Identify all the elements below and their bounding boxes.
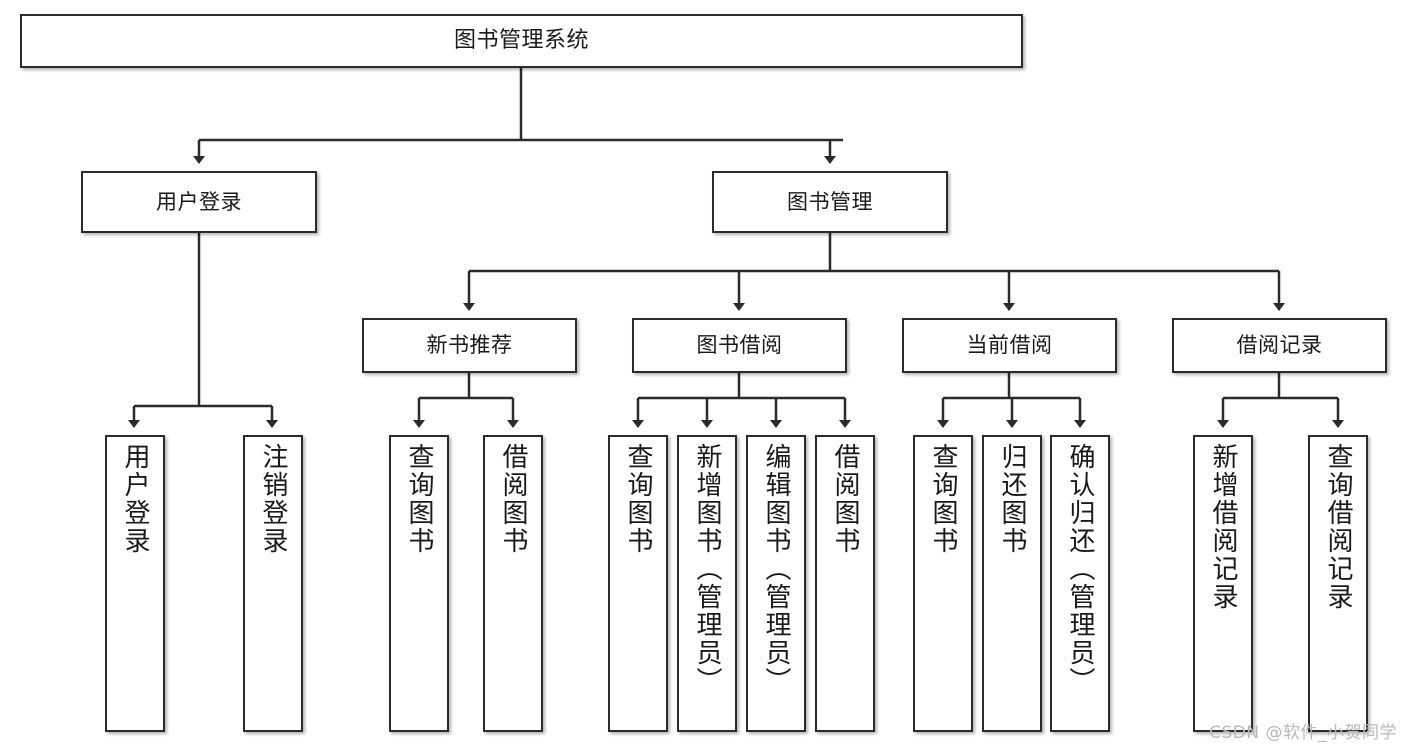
node-current-borrow[interactable]: 当前借阅 (902, 318, 1117, 373)
leaf-confirm-return-admin[interactable]: 确认归还（管理员） (1050, 435, 1110, 732)
node-new-book-recommend[interactable]: 新书推荐 (362, 318, 577, 373)
leaf-query-book-cb-label: 查询图书 (928, 443, 958, 555)
node-borrow-record-label: 借阅记录 (1236, 333, 1323, 358)
leaf-logout[interactable]: 注销登录 (243, 435, 303, 732)
leaf-borrow-book-bb[interactable]: 借阅图书 (815, 435, 875, 732)
leaf-return-book-label: 归还图书 (997, 443, 1027, 555)
leaf-user-login-label: 用户登录 (120, 443, 150, 555)
leaf-query-book-bb[interactable]: 查询图书 (608, 435, 668, 732)
node-root-label: 图书管理系统 (453, 28, 589, 54)
node-user-login-label: 用户登录 (156, 189, 242, 214)
leaf-query-book-nbr-label: 查询图书 (404, 443, 434, 555)
node-book-borrow[interactable]: 图书借阅 (632, 318, 847, 373)
node-book-management-label: 图书管理 (787, 189, 873, 214)
leaf-query-borrow-record-label: 查询借阅记录 (1323, 443, 1353, 611)
leaf-borrow-book-nbr[interactable]: 借阅图书 (483, 435, 543, 732)
leaf-query-book-bb-label: 查询图书 (623, 443, 653, 555)
leaf-borrow-book-nbr-label: 借阅图书 (498, 443, 528, 555)
leaf-add-borrow-record[interactable]: 新增借阅记录 (1193, 435, 1253, 732)
leaf-add-borrow-record-label: 新增借阅记录 (1208, 443, 1238, 611)
leaf-add-book-admin[interactable]: 新增图书（管理员） (677, 435, 737, 732)
leaf-user-login[interactable]: 用户登录 (105, 435, 165, 732)
leaf-edit-book-admin-label: 编辑图书（管理员） (761, 443, 791, 695)
leaf-query-borrow-record[interactable]: 查询借阅记录 (1308, 435, 1368, 732)
leaf-edit-book-admin[interactable]: 编辑图书（管理员） (746, 435, 806, 732)
node-book-borrow-label: 图书借阅 (696, 333, 783, 358)
leaf-return-book[interactable]: 归还图书 (982, 435, 1042, 732)
leaf-logout-label: 注销登录 (258, 443, 288, 555)
node-root[interactable]: 图书管理系统 (20, 14, 1023, 68)
leaf-confirm-return-admin-label: 确认归还（管理员） (1065, 443, 1095, 695)
node-user-login[interactable]: 用户登录 (81, 171, 317, 233)
leaf-query-book-nbr[interactable]: 查询图书 (389, 435, 449, 732)
leaf-add-book-admin-label: 新增图书（管理员） (692, 443, 722, 695)
leaf-borrow-book-bb-label: 借阅图书 (830, 443, 860, 555)
node-book-management[interactable]: 图书管理 (712, 171, 948, 233)
leaf-query-book-cb[interactable]: 查询图书 (913, 435, 973, 732)
node-current-borrow-label: 当前借阅 (966, 333, 1053, 358)
node-new-book-recommend-label: 新书推荐 (426, 333, 513, 358)
node-borrow-record[interactable]: 借阅记录 (1172, 318, 1387, 373)
watermark: CSDN @软件_小贺同学 (1209, 723, 1397, 743)
